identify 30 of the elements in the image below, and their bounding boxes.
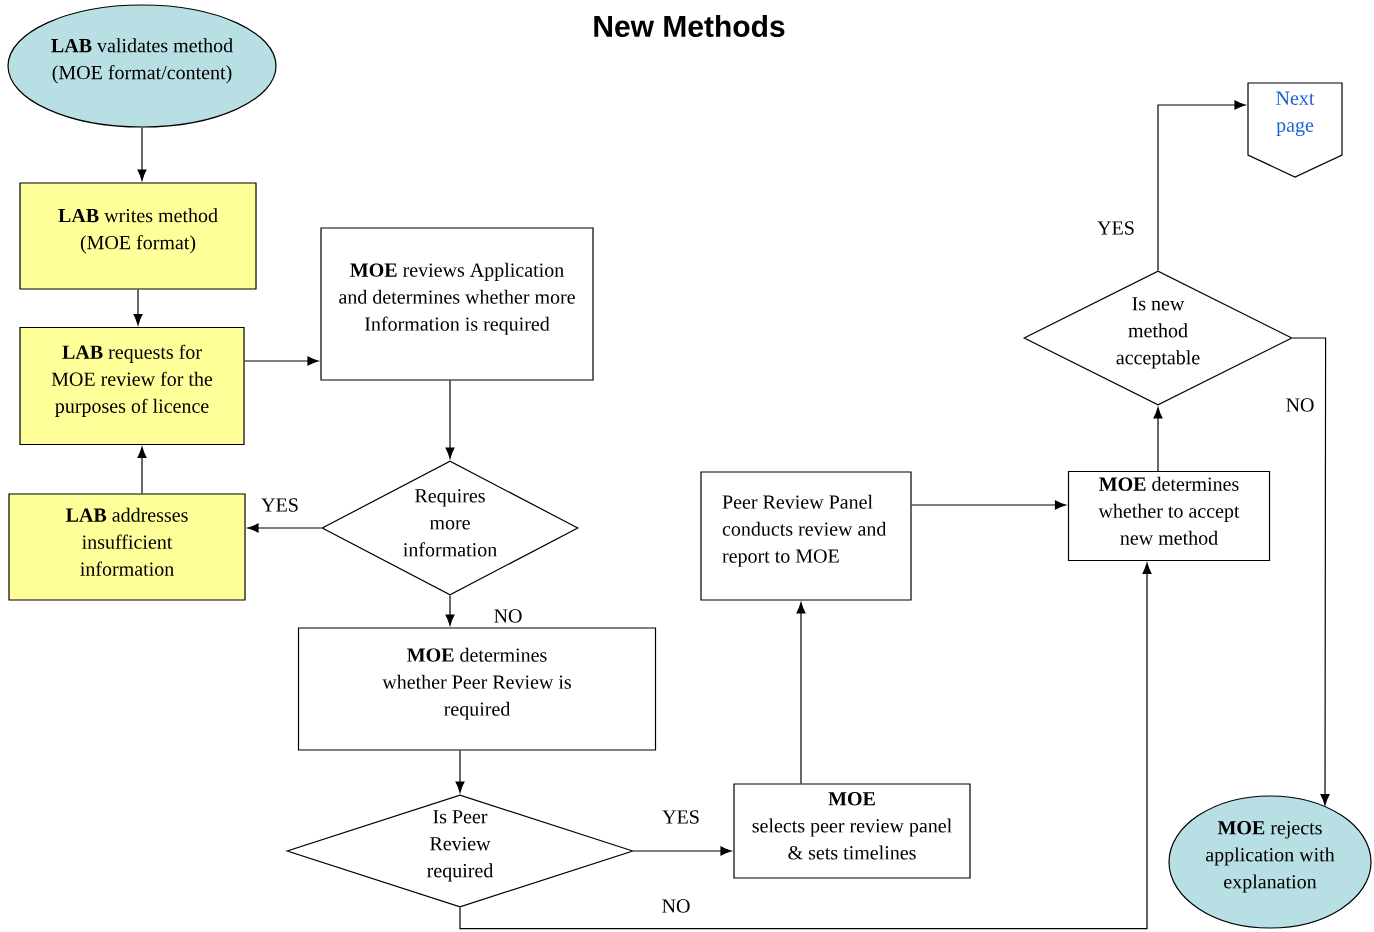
process-box: MOE determines whether Peer Review is required xyxy=(297,627,657,751)
arrow xyxy=(137,127,147,181)
process-box: MOE selects peer review panel & sets timelines xyxy=(733,783,971,879)
edge-label: NO xyxy=(492,608,524,624)
arrow xyxy=(445,595,455,626)
process-box: LAB requests for MOE review for the purposes of licence xyxy=(19,326,245,446)
arrow xyxy=(796,602,806,784)
arrow xyxy=(247,523,322,533)
process-box: LAB writes method (MOE format) xyxy=(19,182,257,290)
arrow xyxy=(911,500,1067,510)
process-box: MOE determines whether to accept new method xyxy=(1067,470,1271,562)
arrow xyxy=(1292,337,1330,806)
process-box: MOE reviews Application and determines whether more Information is required xyxy=(320,227,594,381)
arrow xyxy=(1153,407,1163,472)
edge-label: NO xyxy=(660,898,692,914)
process-box: LAB addresses insufficient information xyxy=(8,493,246,601)
arrow xyxy=(633,846,732,856)
arrow xyxy=(244,356,319,366)
edge-label: YES xyxy=(1096,220,1136,236)
edge-label: YES xyxy=(661,809,701,825)
title: New Methods xyxy=(594,15,785,37)
arrow xyxy=(137,446,147,494)
process-box: Peer Review Panel conducts review and report to MOE xyxy=(700,471,912,601)
edge-label: YES xyxy=(260,497,300,513)
off-page-connector: Next page xyxy=(1247,82,1343,178)
arrow xyxy=(459,562,1152,930)
arrow xyxy=(1157,100,1246,271)
arrow xyxy=(455,750,465,793)
arrow xyxy=(133,289,143,326)
arrow xyxy=(445,380,455,459)
